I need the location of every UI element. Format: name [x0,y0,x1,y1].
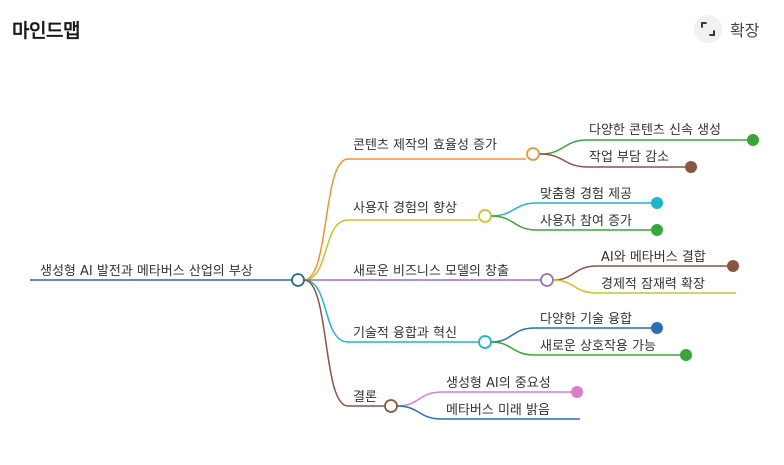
leaf-label-4-2: 새로운 상호작용 가능 [540,339,656,354]
connector-leaf-1-2 [539,153,686,168]
leaf-label-4-1: 다양한 기술 융합 [540,312,632,327]
leaf-dot-4-1 [651,322,663,334]
connector-leaf-1-1 [539,139,747,155]
leaf-dot-1-2 [685,161,697,173]
leaf-dot-2-1 [651,197,663,209]
leaf-label-1-2: 작업 부담 감소 [589,150,669,165]
leaf-dot-4-2 [680,349,692,361]
connector-leaf-3-2 [552,279,736,294]
leaf-label-5-2: 메타버스 미래 밝음 [446,403,550,418]
branch-toggle-1[interactable] [526,147,540,161]
connector-leaf-2-1 [490,202,652,217]
expand-label: 확장 [730,21,760,40]
leaf-dot-5-1 [571,386,583,398]
leaf-label-2-1: 맞춤형 경험 제공 [540,187,632,202]
leaf-label-3-1: AI와 메타버스 결합 [601,250,706,265]
leaf-dot-2-2 [651,224,663,236]
leaf-label-3-2: 경제적 잠재력 확장 [601,277,705,292]
leaf-label-5-1: 생성형 AI의 중요성 [446,376,551,391]
page-title: 마인드맵 [12,20,80,42]
branch-label-2: 사용자 경험의 향상 [353,201,457,216]
connector-leaf-4-1 [490,327,652,343]
connector-branch-1 [303,158,526,281]
root-collapse-toggle[interactable] [291,273,305,287]
branch-toggle-4[interactable] [478,335,492,349]
expand-icon [694,15,722,43]
leaf-label-1-1: 다양한 콘텐츠 신속 생성 [589,123,721,138]
connector-branch-5 [303,279,385,407]
connector-branch-2 [303,219,478,281]
leaf-label-2-2: 사용자 참여 증가 [540,214,632,229]
connector-leaf-5-2 [396,405,580,420]
connector-leaf-5-1 [396,391,572,407]
root-label: 생성형 AI 발전과 메타버스 산업의 부상 [40,264,253,279]
expand-button[interactable]: 확장 [694,14,759,44]
branch-toggle-3[interactable] [540,273,554,287]
branch-label-4: 기술적 융합과 혁신 [353,326,457,341]
connector-leaf-3-1 [552,265,728,281]
connector-leaf-4-2 [490,341,681,356]
leaf-dot-3-1 [727,260,739,272]
branch-label-5: 결론 [353,390,377,405]
branch-toggle-5[interactable] [384,399,398,413]
header: 마인드맵 확장 [0,0,784,60]
branch-label-1: 콘텐츠 제작의 효율성 증가 [353,138,497,153]
branch-label-3: 새로운 비즈니스 모델의 창출 [353,264,509,279]
connector-branch-4 [303,279,478,343]
leaf-dot-1-1 [747,134,759,146]
connector-leaf-2-2 [490,215,652,231]
branch-toggle-2[interactable] [478,209,492,223]
